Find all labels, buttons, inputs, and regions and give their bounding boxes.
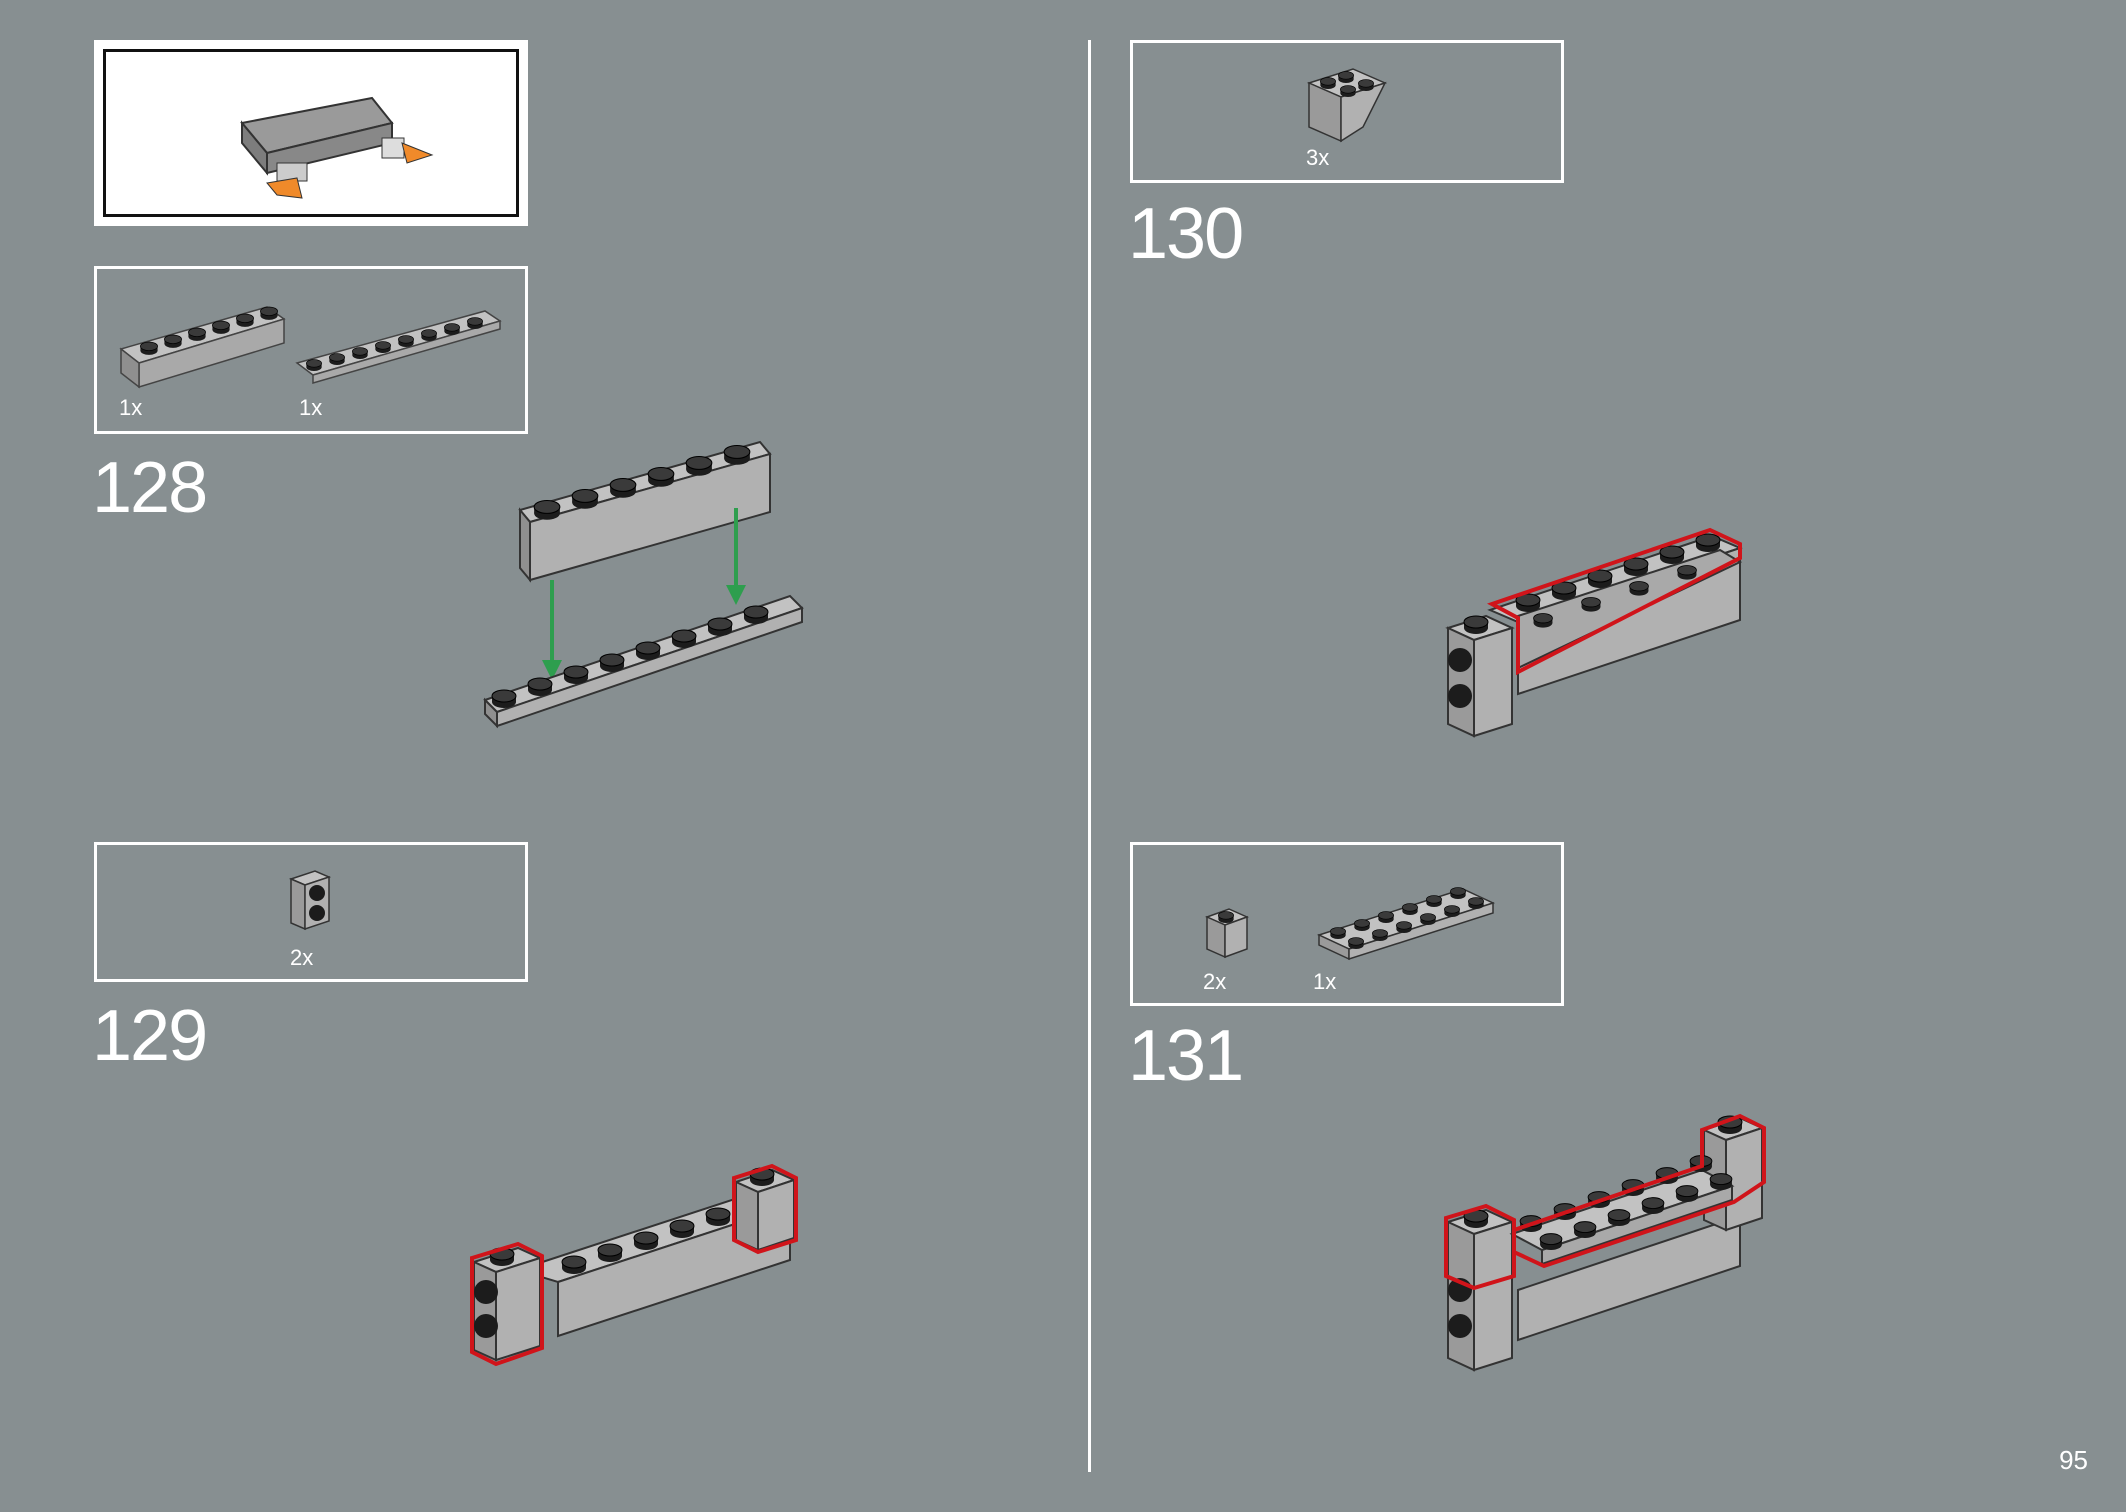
landing-gear-subassembly-icon (240, 96, 434, 199)
page-number: 95 (2059, 1445, 2088, 1475)
step-128-part-2-qty: 1x (299, 395, 323, 420)
brick-1x1-icon (1204, 908, 1250, 959)
step-131-part-2-qty: 1x (1313, 969, 1337, 994)
step-129-parts-box: 2x (94, 842, 528, 982)
step-number-131: 131 (1128, 1016, 1244, 1096)
plate-1x8-icon (295, 310, 502, 384)
step-131-parts-box: 2x 1x (1130, 842, 1564, 1006)
step-131-part-1-qty: 2x (1203, 969, 1227, 994)
step-number-128: 128 (92, 448, 208, 528)
step-130-parts-box: 3x (1130, 40, 1564, 183)
step-128-parts-box: 1x 1x (94, 266, 528, 434)
step-130-part-1-qty: 3x (1306, 145, 1330, 170)
step-129-illustration (470, 1163, 798, 1367)
step-number-129: 129 (92, 996, 208, 1076)
page-divider (1088, 40, 1091, 1472)
step-129-part-1-qty: 2x (290, 945, 314, 970)
brick-1x1-side-studs-icon (288, 870, 332, 931)
step-128-part-1-qty: 1x (119, 395, 143, 420)
subassembly-preview-frame (94, 40, 528, 226)
step-128-illustration (483, 440, 804, 729)
inverted-slope-2x2-icon (1306, 68, 1388, 143)
step-number-130: 130 (1128, 194, 1244, 274)
brick-1x6-icon (119, 306, 286, 389)
step-131-illustration (1444, 1113, 1766, 1372)
step-130-illustration (1445, 527, 1743, 738)
plate-2x6-icon (1316, 887, 1496, 961)
